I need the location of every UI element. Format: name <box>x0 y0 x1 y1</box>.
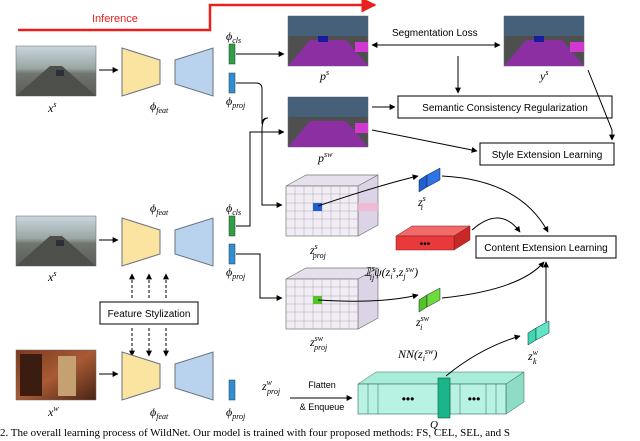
nn-label: NN(zisw) <box>397 347 437 363</box>
queue-q-label: Q <box>430 419 438 431</box>
source-image-top <box>15 45 97 97</box>
vector-z-i-sw <box>418 287 441 313</box>
content-extension-box: Content Extension Learning <box>475 235 617 259</box>
inference-path: Inference <box>18 0 377 32</box>
feature-map-z-s-proj <box>285 174 379 237</box>
vector-negatives: ••• <box>395 225 471 251</box>
encoder-top <box>121 47 161 97</box>
phi-feat-label-middle: ϕfeat <box>150 201 169 217</box>
phi-feat-label-bottom: ϕfeat <box>150 405 169 421</box>
wild-image-bottom <box>15 349 97 401</box>
encoder-middle <box>121 217 161 267</box>
phi-proj-label-middle: ϕproj <box>226 265 246 281</box>
decoder-top <box>174 47 214 97</box>
phi-proj-label-bottom: ϕproj <box>226 405 246 421</box>
style-extension-box: Style Extension Learning <box>479 142 615 166</box>
semantic-consistency-box: Semantic Consistency Regularization <box>397 95 613 119</box>
svg-text:Style Extension Learning: Style Extension Learning <box>492 150 603 161</box>
cls-head-top <box>228 43 236 65</box>
svg-text:•••: ••• <box>468 392 481 406</box>
phi-feat-label-top: ϕfeat <box>150 99 169 115</box>
figure-caption: 2. The overall learning process of WildN… <box>0 427 510 439</box>
x-s-label-top: xs <box>47 100 56 115</box>
vector-z-i-s <box>418 167 441 193</box>
y-s-label: ys <box>539 68 548 83</box>
svg-text:Feature Stylization: Feature Stylization <box>108 309 191 320</box>
segmentation-loss-label: Segmentation Loss <box>392 28 478 39</box>
decoder-bottom <box>174 351 214 401</box>
phi-cls-label-top: ϕcls <box>226 29 241 45</box>
enqueue-label: & Enqueue <box>300 402 345 412</box>
ground-truth-y-s <box>503 15 585 67</box>
svg-text:Content Extension Learning: Content Extension Learning <box>484 243 607 254</box>
vector-z-k-w <box>527 320 550 346</box>
phi-cls-label-middle: ϕcls <box>226 201 241 217</box>
proj-head-bottom <box>228 379 236 401</box>
svg-text:•••: ••• <box>402 392 415 406</box>
inference-label: Inference <box>92 13 138 25</box>
segmentation-p-s <box>287 15 369 67</box>
p-s-label: ps <box>319 68 329 83</box>
p-sw-label: psw <box>317 150 333 165</box>
svg-text:•••: ••• <box>420 239 431 250</box>
encoder-bottom <box>121 351 161 401</box>
x-s-label-middle: xs <box>47 269 56 284</box>
segmentation-p-sw <box>287 96 369 148</box>
feature-map-z-sw-proj <box>285 267 379 330</box>
cls-head-middle <box>228 215 236 237</box>
svg-text:Semantic Consistency Regulariz: Semantic Consistency Regularization <box>422 103 588 114</box>
feature-stylization-box: Feature Stylization <box>99 301 199 325</box>
decoder-middle <box>174 217 214 267</box>
flatten-label: Flatten <box>308 380 336 390</box>
proj-head-middle <box>228 243 236 265</box>
x-w-label: xw <box>47 404 59 419</box>
phi-proj-label-top: ϕproj <box>226 94 246 110</box>
memory-queue: ••• ••• <box>357 371 525 419</box>
source-image-middle <box>15 215 97 267</box>
proj-head-top <box>228 72 236 94</box>
